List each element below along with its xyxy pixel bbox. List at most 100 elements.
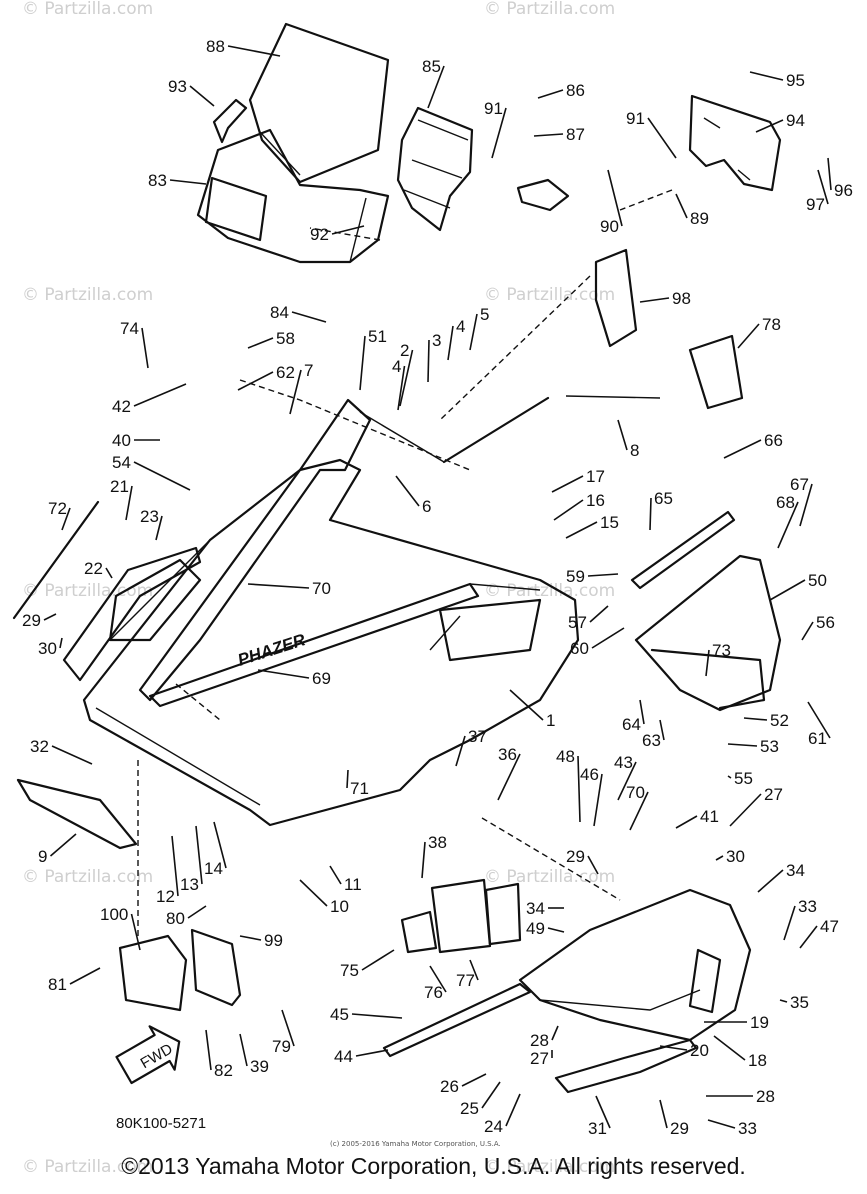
callout-number: 26 (440, 1077, 459, 1096)
leader-line (551, 1025, 559, 1041)
leader-line (629, 791, 649, 831)
callout-number: 49 (526, 919, 545, 938)
callout-number: 82 (214, 1061, 233, 1080)
callout-number: 78 (762, 315, 781, 334)
seal-100-part (118, 934, 188, 1012)
leader-line (749, 71, 784, 81)
leader-line (593, 773, 603, 827)
callout-number: 14 (204, 859, 223, 878)
callout-number: 95 (786, 71, 805, 90)
callout-number: 54 (112, 453, 131, 472)
callout-number: 17 (586, 467, 605, 486)
leader-line (659, 1045, 688, 1051)
callout-number: 39 (250, 1057, 269, 1076)
callout-number: 7 (304, 361, 313, 380)
callout-number: 34 (526, 899, 545, 918)
windshield-part (248, 22, 390, 184)
callout-number: 53 (760, 737, 779, 756)
leader-line (239, 935, 262, 941)
callout-number: 89 (690, 209, 709, 228)
callout-number: 4 (456, 317, 465, 336)
callout-number: 30 (726, 847, 745, 866)
leader-line (141, 327, 149, 369)
dashed-guides (137, 189, 673, 936)
callout-number: 3 (432, 331, 441, 350)
plate-87-part (516, 178, 570, 212)
leader-line (659, 719, 665, 741)
callout-number: 73 (712, 641, 731, 660)
leader-line (429, 965, 447, 993)
leader-line (737, 323, 760, 349)
leader-line (69, 967, 101, 985)
callout-number: 91 (484, 99, 503, 118)
callout-number: 93 (168, 77, 187, 96)
leader-line (361, 949, 395, 971)
watermark-text: © Partzilla.com (484, 1157, 615, 1177)
callout-number: 23 (140, 507, 159, 526)
callout-number: 91 (626, 109, 645, 128)
callout-number: 31 (588, 1119, 607, 1138)
headlight-housing-part (196, 128, 390, 264)
leader-line (427, 339, 430, 383)
callout-number: 11 (344, 875, 362, 894)
callout-number: 40 (112, 431, 131, 450)
side-panel-50-part (634, 554, 782, 712)
brand-emblem: PHAZER (235, 630, 308, 670)
diagram-code: 80K100-5271 (116, 1115, 206, 1132)
lower-panel-9-part (16, 778, 138, 850)
leader-line (537, 89, 564, 99)
leader-line (291, 311, 327, 323)
leader-line (713, 1035, 746, 1061)
callout-number: 86 (566, 81, 585, 100)
leader-line (133, 383, 187, 407)
bracket-93-part (212, 98, 248, 144)
watermark-text: © Partzilla.com (484, 285, 615, 305)
callout-number: 33 (798, 897, 817, 916)
callout-number: 12 (156, 887, 175, 906)
leader-line (289, 369, 302, 415)
callout-number: 52 (770, 711, 789, 730)
leader-line (491, 107, 507, 159)
callout-number: 28 (530, 1031, 549, 1050)
callout-number: 9 (38, 847, 47, 866)
leader-line (769, 579, 806, 601)
callout-number: 55 (734, 769, 753, 788)
leader-line (729, 793, 762, 827)
leader-line (257, 669, 310, 679)
leader-line (807, 701, 831, 739)
callout-number: 94 (786, 111, 805, 130)
callout-number: 38 (428, 833, 447, 852)
callout-number: 29 (22, 611, 41, 630)
watermark-text: © Partzilla.com (22, 285, 153, 305)
leader-line (455, 735, 466, 767)
leader-line (659, 1099, 668, 1129)
leader-line (497, 753, 521, 801)
leader-line (195, 825, 203, 885)
leader-line (427, 65, 445, 109)
leader-line (649, 497, 652, 531)
leader-line (587, 573, 619, 577)
callout-number: 41 (700, 807, 719, 826)
leader-line (359, 335, 366, 391)
leader-line (777, 501, 799, 549)
bracket-85-part (396, 106, 474, 232)
leader-line (509, 689, 544, 721)
callout-number: 30 (38, 639, 57, 658)
rail-44-part (382, 982, 532, 1058)
watermark-text: © Partzilla.com (22, 581, 153, 601)
callout-number: 58 (276, 329, 295, 348)
callout-number: 61 (808, 729, 827, 748)
callout-number: 99 (264, 931, 283, 950)
callout-number: 98 (672, 289, 691, 308)
leader-line (281, 1009, 295, 1047)
leader-line (351, 1013, 403, 1019)
callout-number: 50 (808, 571, 827, 590)
leader-line (505, 1093, 521, 1127)
leader-line (481, 1081, 501, 1109)
callout-number: 8 (630, 441, 639, 460)
leader-line (171, 835, 179, 897)
callout-number: 64 (622, 715, 641, 734)
leader-line (577, 755, 581, 823)
seal-99-part (190, 928, 242, 1007)
